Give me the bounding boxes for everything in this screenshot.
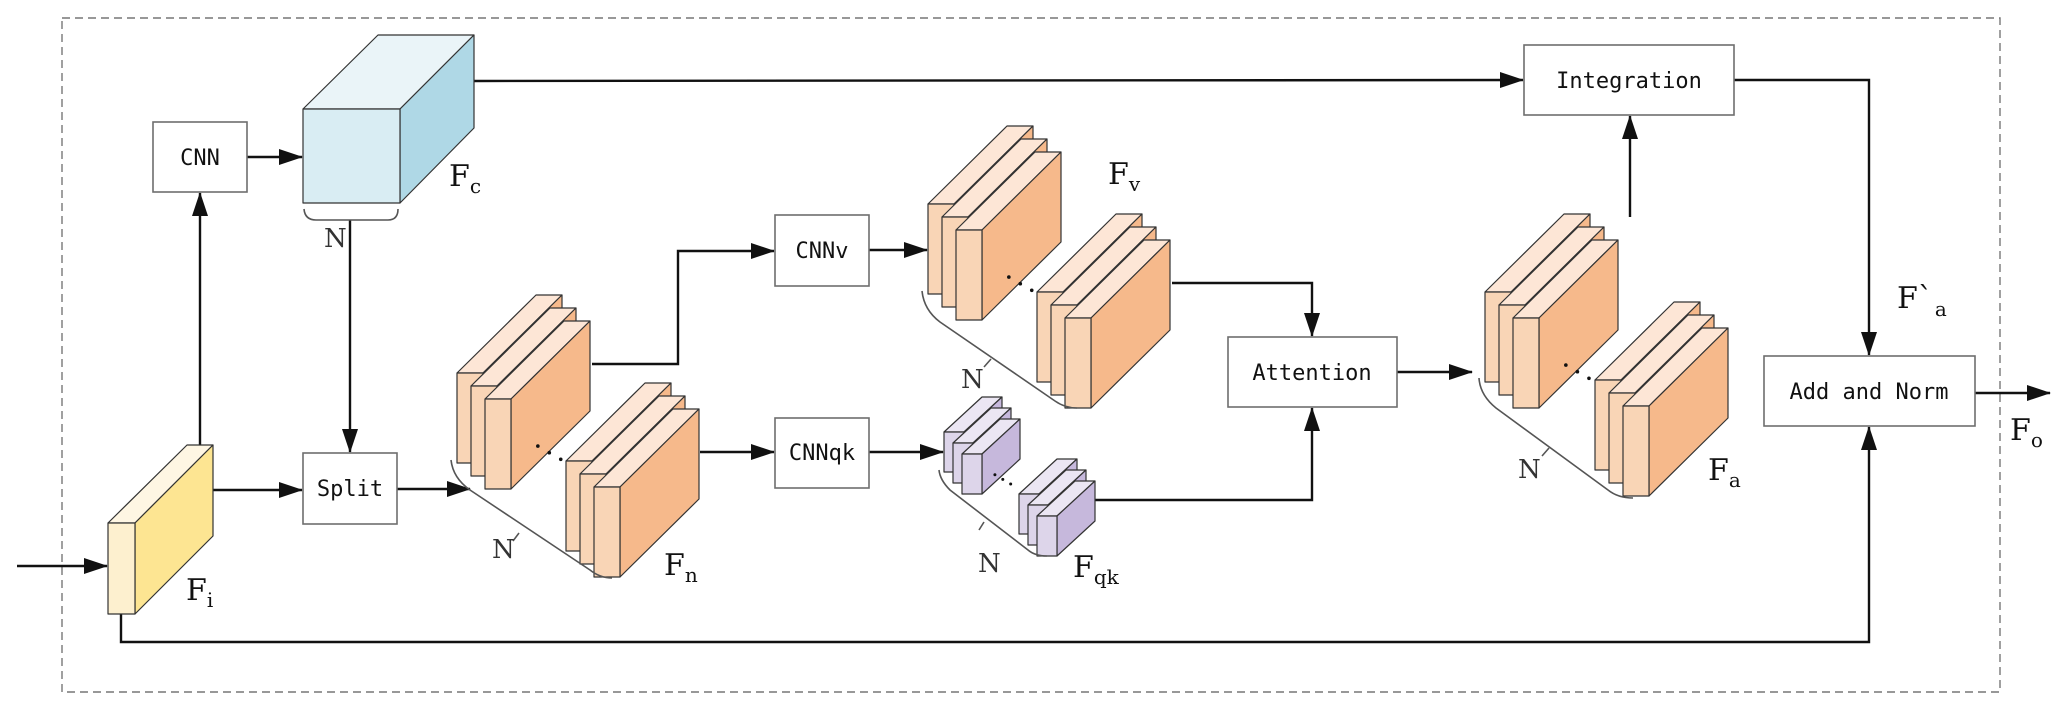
- fa-ellipsis-dot: [1564, 363, 1568, 367]
- fa-n-brace: [1478, 377, 1634, 499]
- tensor-fc: N Fc: [302, 34, 481, 254]
- fn-label: Fn: [664, 548, 698, 587]
- fn-ellipsis-dot: [558, 457, 563, 462]
- fc-to-integration-arrow: [473, 72, 1524, 89]
- integration-box-label: Integration: [1556, 69, 1702, 94]
- fqk-slab: [961, 418, 1021, 495]
- fv-n-tick: [983, 358, 992, 368]
- cnnqk-box-label: CNNqk: [789, 441, 855, 466]
- cnnv-box[interactable]: CNNv: [774, 214, 870, 287]
- attention-box-label: Attention: [1252, 361, 1371, 386]
- fc-front-face: [302, 108, 401, 204]
- fa-slab: [1622, 327, 1729, 497]
- fqk-slab-front-face: [961, 453, 983, 495]
- fqk-to-attention-arrow: [1093, 407, 1320, 502]
- fn-slab: [484, 320, 591, 490]
- fa-slab-front-face: [1512, 317, 1540, 409]
- fc-n-brace: [303, 208, 399, 221]
- connections: [17, 72, 2051, 644]
- fn-n-brace: [450, 459, 613, 579]
- cnn-box-label: CNN: [180, 146, 220, 171]
- fa-n-tick: [1541, 447, 1550, 457]
- fv-to-attention-arrow: [1172, 281, 1320, 337]
- fo-label: Fo: [2010, 413, 2043, 452]
- fqk-n-tick: [978, 521, 985, 531]
- fv-ellipsis-dot: [1018, 281, 1023, 286]
- fv-slab-front-face: [1064, 317, 1092, 409]
- attention-box[interactable]: Attention: [1227, 336, 1398, 408]
- split-box[interactable]: Split: [302, 452, 398, 525]
- split-box-label: Split: [317, 477, 383, 502]
- fqk-ellipsis-dot: [1001, 477, 1005, 481]
- fc-n-label: N: [324, 224, 347, 254]
- fi-front-face: [107, 522, 136, 615]
- fn-ellipsis-dot: [536, 444, 540, 448]
- fqk-n-label: N: [978, 549, 1001, 579]
- integration-box[interactable]: Integration: [1523, 44, 1735, 116]
- fqk-slab-front-face: [1036, 515, 1058, 557]
- fn-to-cnnv-arrow: [592, 243, 775, 366]
- cnnv-box-label: CNNv: [796, 239, 849, 264]
- add-and-norm-box-label: Add and Norm: [1790, 380, 1949, 405]
- fi-label: Fi: [186, 573, 213, 612]
- fv-ellipsis-dot: [1029, 288, 1034, 293]
- tensor-fqk: [943, 396, 1096, 557]
- fa-ellipsis-dot: [1587, 376, 1591, 381]
- tensor-fn: [456, 294, 700, 578]
- module-boundary: [61, 17, 2001, 693]
- fqk-ellipsis-dot: [1009, 482, 1013, 486]
- tensor-fa: [1484, 213, 1729, 497]
- fa-label: Fa: [1708, 453, 1741, 492]
- integration-to-addnorm-arrow: [1734, 78, 1877, 356]
- fqk-n-brace: [938, 469, 1048, 557]
- fn-slab: [593, 408, 700, 578]
- fv-n-label: N: [961, 365, 984, 395]
- fv-slab: [955, 151, 1062, 321]
- fv-label: Fv: [1108, 157, 1141, 196]
- fa-ellipsis-dot: [1575, 369, 1580, 374]
- tensor-fi: Fi: [107, 444, 214, 615]
- fqk-ellipsis-dot: [993, 473, 997, 477]
- fn-ellipsis-dot: [547, 450, 552, 455]
- tensor-fv: [927, 125, 1171, 409]
- cnn-box[interactable]: CNN: [152, 121, 248, 193]
- fv-ellipsis-dot: [1007, 275, 1011, 279]
- fn-slab-front-face: [593, 486, 621, 578]
- cnnqk-box[interactable]: CNNqk: [774, 417, 870, 489]
- fv-slab-front-face: [955, 229, 983, 321]
- add-and-norm-box[interactable]: Add and Norm: [1763, 355, 1976, 427]
- fv-n-brace: [921, 290, 1078, 409]
- fa-prime-label: F`a: [1897, 281, 1947, 321]
- fn-n-tick: [512, 532, 520, 542]
- fqk-label: Fqk: [1073, 550, 1120, 589]
- fa-n-label: N: [1518, 455, 1541, 485]
- residual-to-addnorm-arrow: [119, 426, 1877, 644]
- fn-n-label: N: [492, 535, 515, 565]
- fa-slab: [1512, 239, 1619, 409]
- fv-slab: [1064, 239, 1171, 409]
- fc-label: Fc: [449, 159, 481, 198]
- fn-slab-front-face: [484, 398, 512, 490]
- fa-slab-front-face: [1622, 405, 1650, 497]
- fqk-slab: [1036, 480, 1096, 557]
